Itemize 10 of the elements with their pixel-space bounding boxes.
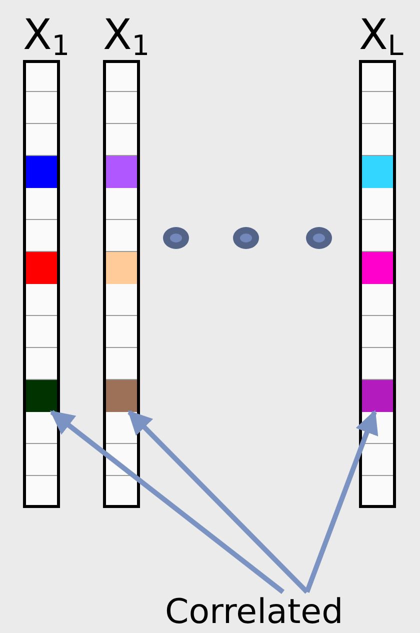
highlighted-cell: [106, 380, 137, 412]
arrow: [304, 410, 378, 593]
variable-label: X$_{1}$: [103, 11, 150, 64]
variable-label: X$_{1}$: [23, 11, 70, 64]
arrow: [128, 410, 309, 594]
arrow: [50, 410, 285, 594]
highlighted-cell: [362, 380, 393, 412]
annotation-text: Correlated: [165, 592, 344, 632]
variable-label: X$_{L}$: [359, 11, 404, 64]
highlighted-cell: [26, 380, 57, 412]
